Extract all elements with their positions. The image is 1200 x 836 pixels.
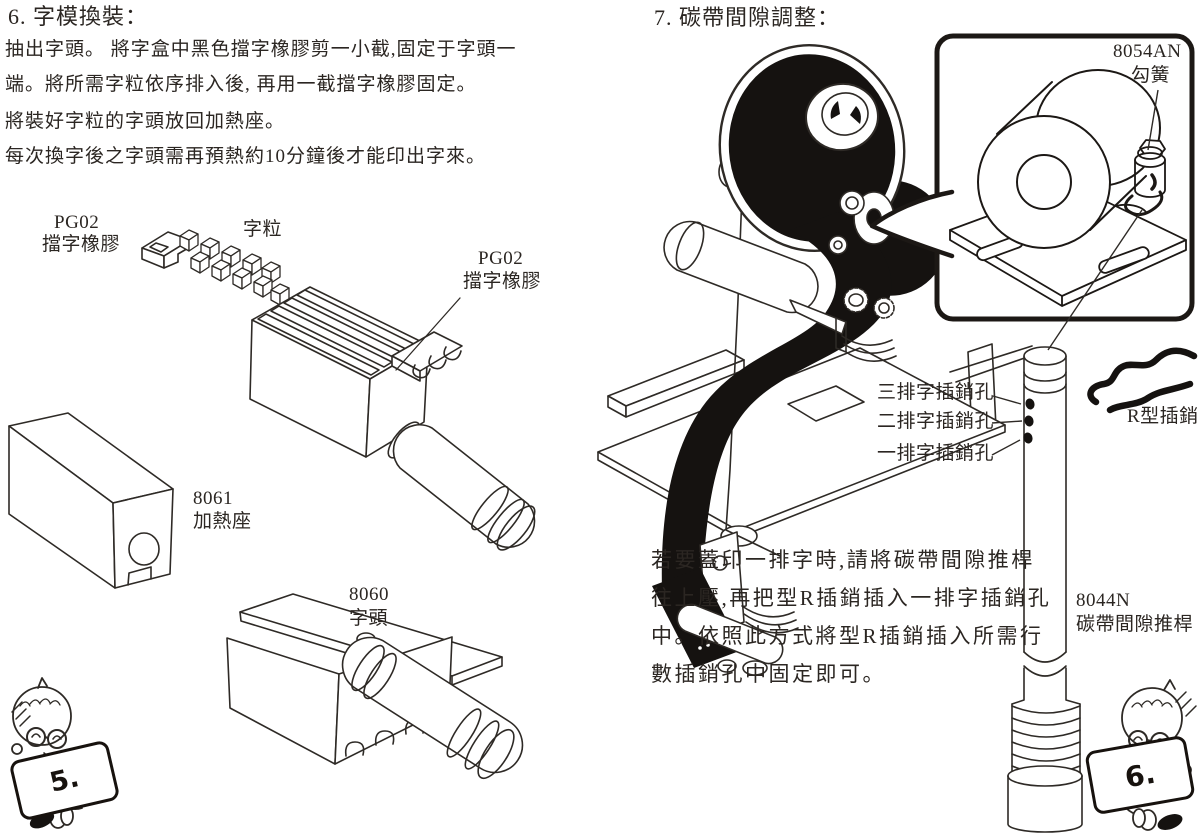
- section6-body-line: 抽出字頭。 將字盒中黑色擋字橡膠剪一小截,固定于字頭一: [5, 39, 517, 60]
- section7-heading: 7. 碳帶間隙調整：: [654, 5, 841, 30]
- section7-body-line: 往上壓,再把型R插銷插入一排字插銷孔: [651, 586, 1052, 610]
- label-rubber-right-name: 擋字橡膠: [463, 271, 542, 292]
- label-head-name: 字頭: [349, 608, 389, 629]
- inset-detail-art: [869, 33, 1195, 322]
- label-rod-name: 碳帶間隙推桿: [1076, 614, 1194, 635]
- section7-body-line: 中。依照此方式將型R插銷插入所需行: [651, 624, 1044, 648]
- type-pieces-art: [179, 229, 290, 306]
- section7-body-line: 數插銷孔中固定即可。: [651, 662, 886, 686]
- label-rubber-left-code: PG02: [54, 212, 100, 233]
- label-rubber-left-name: 擋字橡膠: [42, 234, 121, 255]
- label-pin-hole-row2: 二排字插銷孔: [877, 411, 995, 432]
- label-pin-hole-row1: 一排字插銷孔: [877, 443, 995, 464]
- label-hook-spring-name: 勾簧: [1131, 65, 1171, 86]
- label-heater-code: 8061: [193, 488, 233, 509]
- label-pin-hole-row3: 三排字插銷孔: [877, 382, 995, 403]
- leader-lines: [991, 89, 1159, 456]
- label-hook-spring-code: 8054AN: [1113, 41, 1182, 62]
- type-head-art: [226, 593, 524, 780]
- label-type-pieces: 字粒: [243, 219, 283, 240]
- push-rod-art: [1007, 346, 1083, 833]
- section6-body-line: 端。將所需字粒依序排入後, 再用一截擋字橡膠固定。: [5, 74, 477, 95]
- label-rod-code: 8044N: [1076, 590, 1131, 611]
- section6-heading: 6. 字模換裝：: [8, 4, 149, 29]
- section6-body-line: 將裝好字粒的字頭放回加熱座。: [5, 111, 286, 132]
- heater-base-art: [8, 412, 174, 589]
- label-rubber-right-code: PG02: [478, 248, 524, 269]
- type-head-assembled-art: [249, 286, 536, 551]
- label-heater-name: 加熱座: [193, 511, 252, 532]
- r-pin-art: [1087, 347, 1198, 414]
- section7-body-line: 若要蓋印一排字時,請將碳帶間隙推桿: [651, 548, 1035, 572]
- label-r-pin: R型插銷: [1127, 406, 1199, 427]
- section6-body-line: 每次換字後之字頭需再預熱約10分鐘後才能印出字來。: [5, 146, 487, 167]
- label-head-code: 8060: [349, 584, 389, 605]
